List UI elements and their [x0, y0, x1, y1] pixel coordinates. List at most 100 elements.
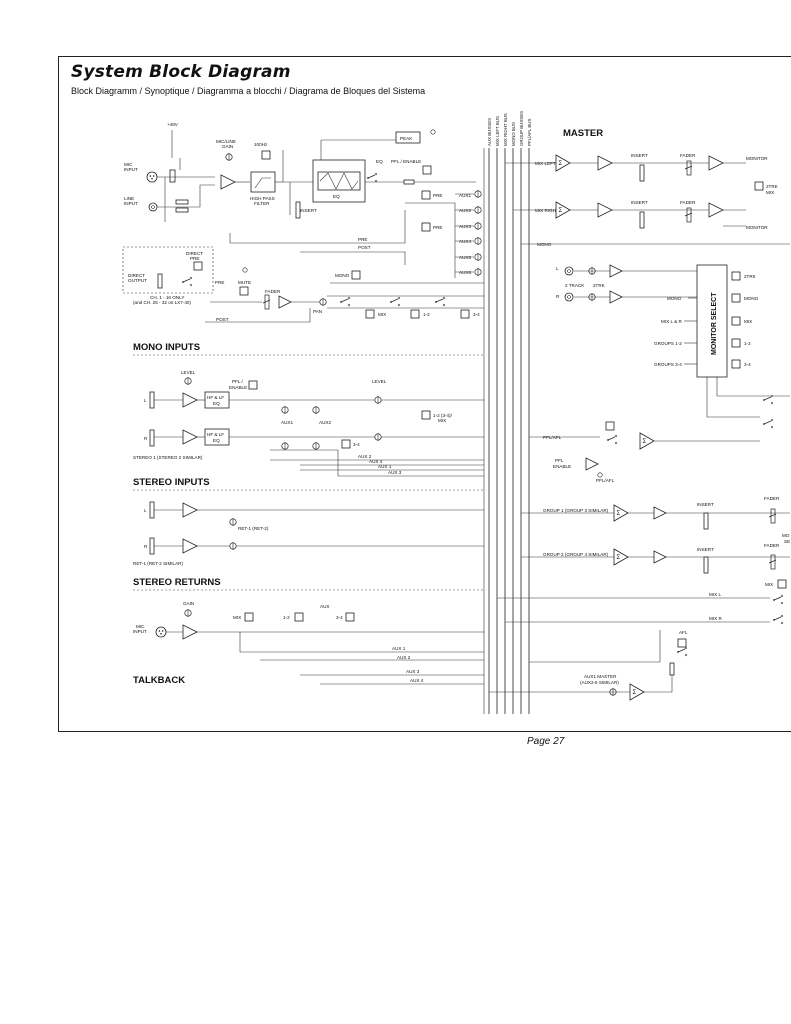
aux2-label: AUX2: [459, 208, 471, 213]
stereo-pfl-button-icon: [248, 380, 258, 390]
sel-g34-button-icon: [731, 359, 741, 369]
group1-fader-label: FADER: [764, 496, 780, 501]
direct-out-box: [122, 246, 214, 294]
section-mono-inputs: MONO INPUTS: [133, 342, 200, 353]
g12-assign-button-icon: [410, 309, 420, 319]
stereo-eq-r-label: HF & LF: [207, 432, 224, 437]
mix-right-insert-label: INSERT: [631, 200, 648, 205]
talkback-mic-label-2: INPUT: [133, 629, 147, 634]
talkback-xlr-icon: [155, 626, 167, 638]
return-l-amp-icon: [182, 502, 198, 518]
pfl-afl-switch-icon: [606, 434, 618, 445]
mix-r-switch-icon: [772, 614, 784, 625]
talkback-aux3-label: AUX 3: [406, 669, 420, 674]
stereo-input: LEVEL L R HF & LF EQ HF & LF EQ PFL / EN…: [133, 370, 484, 477]
return-r-label: R: [144, 544, 148, 549]
pre-button-icon-2: [421, 222, 431, 232]
sel-g34-btn-label: 3-4: [744, 362, 751, 367]
mono-label: MONO: [335, 273, 350, 278]
direct-switch-icon: [181, 276, 193, 287]
mix-left-insert-label: INSERT: [631, 153, 648, 158]
talkback-g34-label: 3-4: [336, 615, 343, 620]
diagram-frame: [58, 56, 791, 732]
direct-pre-label: DIRECT: [186, 251, 203, 256]
afl-label: AFL: [679, 630, 688, 635]
return-l-label: L: [144, 508, 147, 513]
aux1-label: AUX1: [459, 193, 471, 198]
aux-master-label: AUX1 MASTER: [584, 674, 617, 679]
gain-label-2: GAIN: [222, 144, 233, 149]
twotrk-mix-label-2: MIX: [766, 190, 774, 195]
return-note: RET-1 (RET-2 SIMILAR): [133, 561, 183, 566]
aux-master-sum-icon: [629, 683, 645, 701]
stereo-aux1-label: AUX1: [281, 420, 293, 425]
page-number: Page 27: [527, 736, 565, 747]
talkback-gain-label: GAIN: [183, 601, 194, 606]
pre-tap-label: PRE: [215, 280, 224, 285]
mono-assign-button-icon: [351, 270, 361, 280]
two-track-r-jack-icon: [564, 292, 574, 302]
page-title: System Block Diagram: [71, 62, 291, 82]
direct-output-label: DIRECT: [128, 273, 145, 278]
talkback-g12-label: 1-2: [283, 615, 290, 620]
group1-insert-label: INSERT: [697, 502, 714, 507]
two-track-amp-icon: [609, 264, 623, 278]
hpf-label: HIGH PASS: [250, 196, 275, 201]
monitor-switch-icon: [762, 394, 774, 405]
g12-label: 1-2: [423, 312, 430, 317]
stereo-r-label: R: [144, 436, 148, 441]
master-mix-left-label: MIX LEFT: [535, 161, 556, 166]
pfl-enable-label-m-2: ENABLE: [553, 464, 571, 469]
g34-assign-button-icon: [460, 309, 470, 319]
bus-label-pfl-afl: PFL/AFL BUS: [527, 119, 532, 146]
aux2-knob-icon: [474, 205, 482, 215]
group1-fader-icon: [768, 508, 777, 524]
stereo-aux-line-3: AUX 1: [378, 464, 392, 469]
mix-right-out-amp-icon: [708, 202, 724, 218]
line-input-label-2: INPUT: [124, 201, 138, 206]
talkback-amp-icon: [182, 624, 198, 640]
aux6-knob-icon: [474, 267, 482, 277]
stereo-pfl-label-2: ENABLE: [229, 385, 247, 390]
aux6-label: AUX6: [459, 270, 471, 275]
hpf-freq-label: 100Hz: [254, 142, 268, 147]
talkback-mix-label: MIX: [233, 615, 241, 620]
group2-label: GROUP 2 (GROUP 4 SIMILAR): [543, 552, 609, 557]
pfl-enable-label-m: PFL: [555, 458, 564, 463]
gain-knob-icon: [225, 152, 233, 162]
talkback-g12-button-icon: [294, 612, 304, 622]
direct-pre-label-2: PRE: [190, 256, 199, 261]
sel-2trk-button-icon: [731, 271, 741, 281]
mute-button-icon: [239, 286, 249, 296]
direct-output-label-2: OUTPUT: [128, 278, 147, 283]
stereo-assign-label-2: MIX: [438, 418, 446, 423]
stereo-aux-line-1: AUX 2: [358, 454, 372, 459]
return-route-label: RET-1 (RET-2): [238, 526, 269, 531]
return-knob-icon-2: [229, 541, 237, 551]
aux4-label: AUX4: [459, 239, 471, 244]
bus-label-mix-right: MIX RIGHT BUS: [503, 113, 508, 146]
stereo-return: L R RET-1 (RET-2) RET-1 (RET-2 SIMILAR): [133, 501, 484, 566]
stereo-level2-label: LEVEL: [372, 379, 387, 384]
talkback-g34-button-icon: [345, 612, 355, 622]
pfl-afl-label: PFL/AFL: [543, 435, 562, 440]
line-input-label: LINE: [124, 196, 134, 201]
eq-bypass-switch-icon: [366, 172, 378, 183]
return-r-amp-icon: [182, 538, 198, 554]
mute-label: MUTE: [238, 280, 251, 285]
mix-l-switch-icon: [772, 594, 784, 605]
gain-label: MIC/LINE: [216, 139, 236, 144]
pan-label: PAN: [313, 309, 322, 314]
route-switch-icon: [339, 296, 351, 307]
pfl-enable-amp-icon: [585, 457, 599, 471]
page-subtitle: Block Diagramm / Synoptique / Diagramma …: [71, 86, 426, 96]
mix-r-label: MIX R: [709, 616, 722, 621]
channel-fader-icon: [262, 294, 271, 310]
stereo-r-amp-icon: [182, 429, 198, 445]
mix-right-fader-label: FADER: [680, 200, 696, 205]
twotrk-mix-button-icon: [754, 181, 764, 191]
mix-btn-label: MIX: [765, 582, 773, 587]
aux5-knob-icon: [474, 252, 482, 262]
preamp-icon: [220, 174, 236, 190]
